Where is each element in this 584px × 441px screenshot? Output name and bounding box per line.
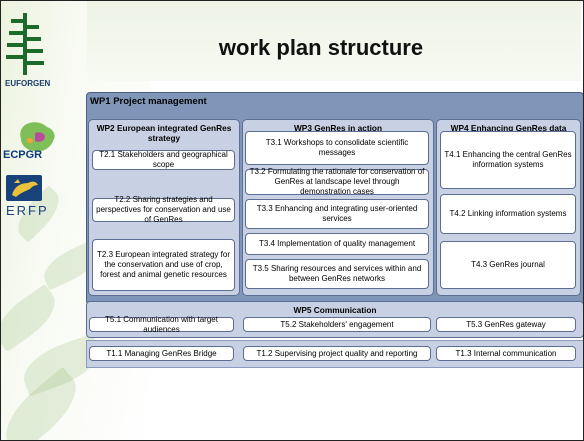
europe-map-icon (20, 122, 55, 152)
task-t3-1: T3.1 Workshops to consolidate scientific… (245, 131, 429, 165)
task-t3-2: T3.2 Formulating the rationale for conse… (245, 167, 429, 196)
animal-icon (6, 175, 42, 201)
ecpgr-label: ECPGR (3, 149, 43, 161)
task-t3-5: T3.5 Sharing resources and services with… (245, 259, 429, 289)
ecpgr-logo: ECPGR (3, 119, 73, 173)
wp5-title: WP5 Communication (293, 305, 377, 315)
task-t2-2: T2.2 Sharing strategies and perspectives… (92, 195, 235, 224)
task-t1-1: T1.1 Managing GenRes Bridge (89, 346, 234, 361)
wp2-title: WP2 European integrated GenRes strategy (96, 123, 232, 143)
task-t4-1: T4.1 Enhancing the central GenRes inform… (440, 131, 576, 189)
euforgen-logo: EUFORGEN (3, 9, 51, 91)
task-t2-3: T2.3 European integrated strategy for th… (92, 239, 235, 291)
euforgen-label: EUFORGEN (5, 79, 51, 88)
erfp-label: ERFP (6, 203, 49, 218)
task-t4-3: T4.3 GenRes journal (440, 241, 576, 289)
title-banner (87, 1, 581, 81)
task-t5-1: T5.1 Communication with target audiences (89, 315, 234, 334)
task-t3-4: T3.4 Implementation of quality managemen… (245, 233, 429, 255)
task-t5-3: T5.3 GenRes gateway (436, 317, 576, 332)
task-t3-3: T3.3 Enhancing and integrating user-orie… (245, 199, 429, 229)
task-t4-2: T4.2 Linking information systems (440, 194, 576, 234)
erfp-logo: ERFP (3, 175, 63, 225)
task-t1-2: T1.2 Supervising project quality and rep… (243, 346, 431, 361)
tree-icon (6, 13, 44, 75)
wp3-title: WP3 GenRes in action (293, 123, 383, 133)
task-t1-3: T1.3 Internal communication (436, 346, 576, 361)
wp1-title: WP1 Project management (90, 96, 207, 107)
task-t5-2: T5.2 Stakeholders' engagement (243, 317, 431, 332)
page-title: work plan structure (218, 35, 424, 60)
task-t2-1: T2.1 Stakeholders and geographical scope (92, 150, 235, 170)
